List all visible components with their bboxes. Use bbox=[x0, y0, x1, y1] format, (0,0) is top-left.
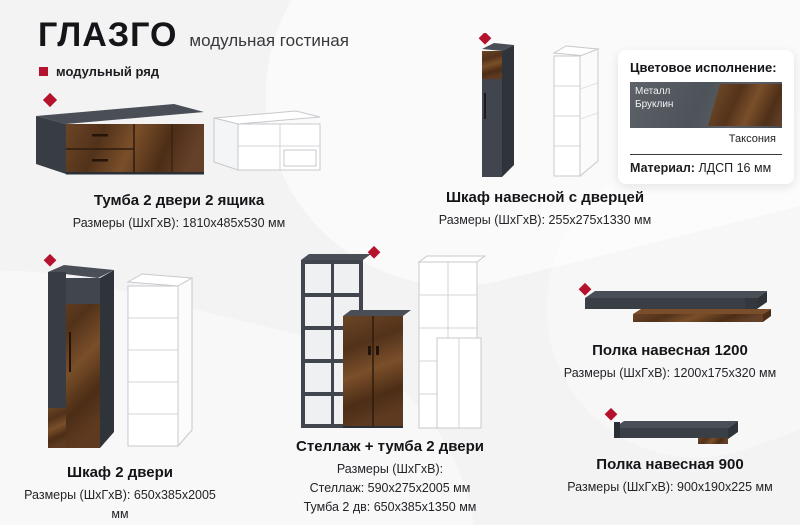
red-marker-icon bbox=[604, 408, 618, 421]
series-row: модульный ряд bbox=[39, 64, 159, 79]
product-dims: Размеры (ШхГхВ): 900х190х225 мм bbox=[567, 480, 773, 494]
product-dims: Размеры (ШхГхВ): 255х275х1330 мм bbox=[438, 213, 652, 227]
page-header: ГЛАЗГО модульная гостиная bbox=[38, 16, 349, 55]
product-dims-line3: Тумба 2 дв: 650х385х1350 мм bbox=[303, 499, 477, 514]
taxonia-label: Таксония bbox=[728, 133, 776, 145]
shelving-cabinet-render bbox=[301, 246, 487, 429]
finish-title: Цветовое исполнение: bbox=[630, 60, 777, 75]
color-finish-panel: Цветовое исполнение: Металл Бруклин Такс… bbox=[618, 50, 794, 184]
product-card-tv-stand: Тумба 2 двери 2 ящика Размеры (ШхГхВ): 1… bbox=[26, 88, 332, 233]
page-subtitle: модульная гостиная bbox=[189, 31, 349, 50]
page-title: ГЛАЗГО bbox=[38, 16, 178, 54]
product-dims: Размеры (ШхГхВ): 1810х485х530 мм bbox=[72, 216, 286, 230]
material-value: ЛДСП 16 мм bbox=[694, 161, 772, 175]
red-square-icon bbox=[39, 67, 48, 76]
product-dims: Размеры (ШхГхВ): 1200х175х320 мм bbox=[563, 366, 777, 380]
product-card-shelving-cabinet: Стеллаж + тумба 2 двери Размеры (ШхГхВ):… bbox=[285, 246, 495, 516]
material-row: Материал: ЛДСП 16 мм bbox=[630, 154, 782, 175]
product-card-shelf-1200: Полка навесная 1200 Размеры (ШхГхВ): 120… bbox=[550, 282, 790, 383]
wall-cabinet-render bbox=[478, 33, 600, 178]
shelf-900-render bbox=[604, 408, 738, 444]
product-name: Полка навесная 900 bbox=[596, 456, 744, 473]
material-label: Материал: bbox=[630, 161, 695, 175]
red-marker-icon bbox=[43, 254, 57, 267]
series-label: модульный ряд bbox=[56, 64, 160, 79]
tv-stand-render bbox=[36, 92, 321, 175]
finish-swatch: Металл Бруклин Таксония bbox=[630, 82, 782, 146]
product-dims: Размеры (ШхГхВ): 650х385х2005 мм bbox=[24, 488, 216, 521]
red-marker-icon bbox=[478, 33, 492, 45]
product-name: Тумба 2 двери 2 ящика bbox=[93, 192, 265, 209]
red-marker-icon bbox=[367, 246, 381, 259]
red-marker-icon bbox=[42, 92, 58, 108]
taxonia-wood-swatch bbox=[707, 84, 782, 126]
product-dims-line2: Стеллаж: 590х275х2005 мм bbox=[309, 480, 471, 495]
red-marker-icon bbox=[578, 282, 592, 296]
product-name: Шкаф навесной с дверцей bbox=[445, 189, 645, 206]
product-name: Шкаф 2 двери bbox=[67, 464, 173, 481]
product-name: Полка навесная 1200 bbox=[592, 342, 748, 359]
product-card-cabinet-2door: Шкаф 2 двери Размеры (ШхГхВ): 650х385х20… bbox=[15, 254, 225, 524]
product-dims: Размеры (ШхГхВ): Стеллаж: 590х275х2005 м… bbox=[285, 460, 495, 516]
product-card-wall-cabinet: Шкаф навесной с дверцей Размеры (ШхГхВ):… bbox=[430, 33, 660, 230]
product-card-shelf-900: Полка навесная 900 Размеры (ШхГхВ): 900х… bbox=[560, 408, 780, 497]
cabinet-2door-render bbox=[43, 254, 194, 448]
product-name: Стеллаж + тумба 2 двери bbox=[296, 438, 484, 455]
metal-brooklyn-label: Металл Бруклин bbox=[635, 86, 674, 110]
shelf-1200-render bbox=[578, 282, 771, 322]
product-dims-line1: Размеры (ШхГхВ): bbox=[336, 462, 444, 476]
